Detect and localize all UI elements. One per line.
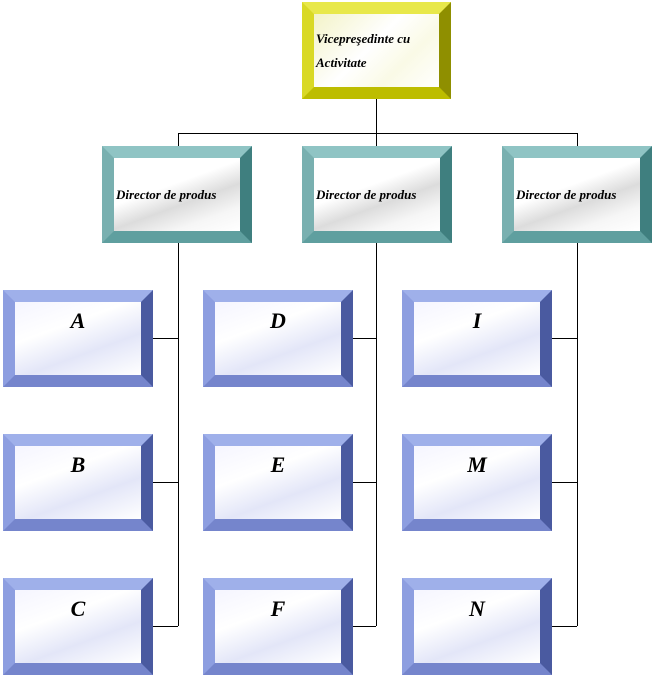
leaf-node-label: C: [15, 590, 141, 663]
leaf-node-B: B: [3, 434, 153, 531]
leaf-node-C: C: [3, 578, 153, 675]
director-node-3: Director de produs: [502, 146, 652, 243]
connector-leaf-B: [153, 482, 178, 483]
connector-leaf-N: [552, 626, 577, 627]
connector-horizontal-bus: [178, 133, 578, 134]
leaf-node-label: I: [414, 302, 540, 375]
leaf-node-I: I: [402, 290, 552, 387]
leaf-node-E: E: [203, 434, 353, 531]
connector-director-1-up: [178, 133, 179, 146]
connector-leaf-A: [153, 338, 178, 339]
leaf-node-D: D: [203, 290, 353, 387]
director-node-1: Director de produs: [102, 146, 252, 243]
leaf-node-label: A: [15, 302, 141, 375]
connector-leaf-I: [552, 338, 577, 339]
director-node-label: Director de produs: [314, 158, 440, 231]
connector-director-3-up: [577, 133, 578, 146]
connector-root-down: [376, 98, 377, 133]
connector-director-1-down: [178, 242, 179, 626]
leaf-node-label: B: [15, 446, 141, 519]
director-node-label: Director de produs: [114, 158, 240, 231]
leaf-node-M: M: [402, 434, 552, 531]
director-node-2: Director de produs: [302, 146, 452, 243]
leaf-node-label: D: [215, 302, 341, 375]
connector-director-2-down: [376, 242, 377, 626]
leaf-node-label: N: [414, 590, 540, 663]
connector-leaf-E: [353, 482, 376, 483]
leaf-node-A: A: [3, 290, 153, 387]
connector-leaf-C: [153, 626, 178, 627]
connector-leaf-D: [353, 338, 376, 339]
root-node-label: Vicepreşedinte cu Activitate: [314, 14, 439, 87]
leaf-node-label: E: [215, 446, 341, 519]
connector-leaf-M: [552, 482, 577, 483]
leaf-node-label: F: [215, 590, 341, 663]
connector-director-2-up: [376, 133, 377, 146]
director-node-label: Director de produs: [514, 158, 640, 231]
leaf-node-label: M: [414, 446, 540, 519]
leaf-node-N: N: [402, 578, 552, 675]
root-node-vicepresident: Vicepreşedinte cu Activitate: [302, 2, 451, 99]
connector-director-3-down: [577, 242, 578, 626]
leaf-node-F: F: [203, 578, 353, 675]
connector-leaf-F: [353, 626, 376, 627]
